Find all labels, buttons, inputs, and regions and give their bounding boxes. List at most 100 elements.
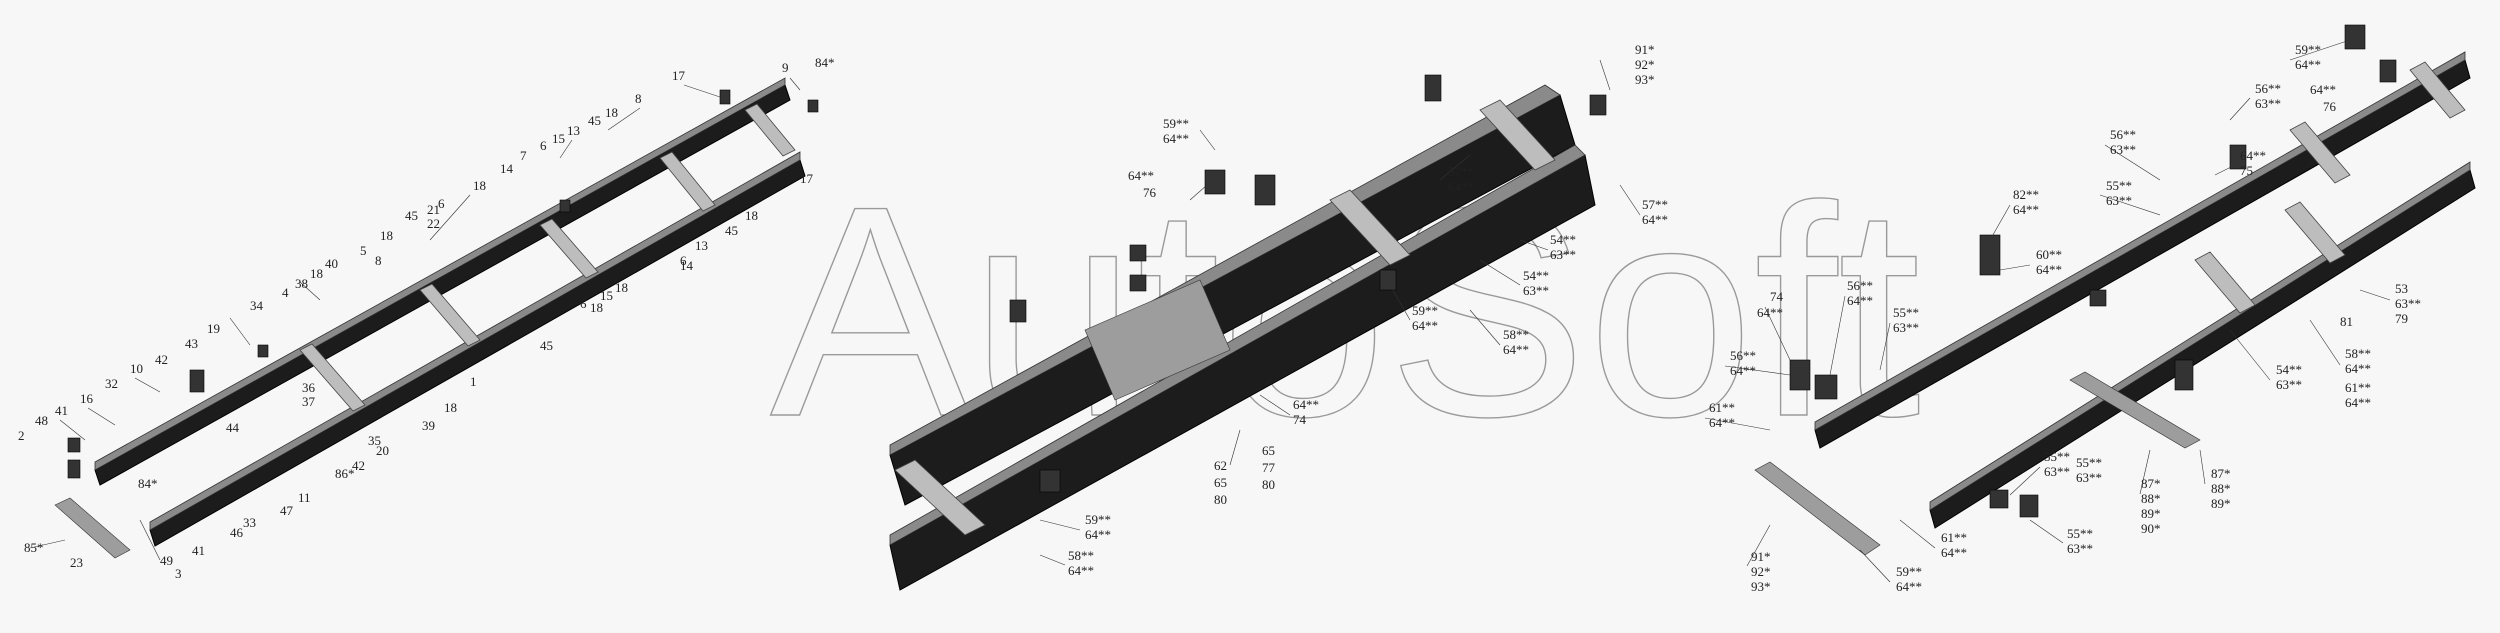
callout-label: 32 — [105, 376, 118, 391]
leader-line — [299, 281, 321, 301]
left-crossmember — [659, 151, 716, 212]
callout-label: 58** — [1068, 548, 1094, 563]
leader-line — [2214, 164, 2236, 176]
leader-line — [1859, 549, 1891, 583]
leader-line — [87, 407, 116, 426]
callout-label: 14 — [500, 161, 514, 176]
leader-line — [1879, 322, 1891, 371]
right-bracket — [1814, 374, 1838, 400]
callout-label: 42 — [155, 352, 168, 367]
callout-label: 61** — [1709, 400, 1735, 415]
callout-label: 63** — [2276, 377, 2302, 392]
leader-line — [1259, 394, 1291, 416]
leader-line — [1469, 309, 1501, 346]
leader-line — [1439, 154, 1471, 181]
callout-label: 64** — [1128, 168, 1154, 183]
callout-label: 61** — [1941, 530, 1967, 545]
middle-near-rail-top — [889, 144, 1586, 546]
callout-label: 64** — [1412, 318, 1438, 333]
callout-label: 42 — [352, 458, 365, 473]
middle-bracket — [1379, 269, 1397, 291]
callout-label: 18 — [380, 228, 393, 243]
left-crossmember — [299, 343, 366, 412]
callout-label: 93* — [1751, 579, 1771, 594]
callout-label: 63** — [1550, 247, 1576, 262]
callout-label: 91* — [1751, 549, 1771, 564]
leader-line — [2309, 319, 2341, 366]
middle-bracket — [1039, 469, 1061, 493]
callout-label: 34 — [250, 298, 264, 313]
leader-line — [1999, 264, 2031, 271]
callout-label: 80 — [1262, 477, 1275, 492]
leader-line — [607, 107, 641, 131]
left-bracket — [559, 199, 571, 213]
callout-label: 63** — [2395, 296, 2421, 311]
right-crossmember — [2409, 61, 2466, 119]
leader-line — [2009, 466, 2041, 496]
callout-label: 64** — [1941, 545, 1967, 560]
leader-line — [1704, 417, 1771, 431]
callout-label: 82** — [2013, 187, 2039, 202]
right-bracket — [2089, 289, 2107, 307]
middle-plate — [1084, 279, 1231, 401]
right-bumper — [1754, 461, 1881, 556]
callout-label: 79 — [2395, 311, 2408, 326]
leader-line — [2139, 449, 2151, 495]
callout-label: 5 — [360, 243, 367, 258]
right-bracket — [2379, 59, 2397, 83]
callout-label: 64** — [1642, 212, 1668, 227]
right-far-rail-top — [1814, 51, 2466, 431]
middle-crossmember — [1329, 189, 1411, 266]
callout-label: 56** — [2255, 81, 2281, 96]
leader-line — [1039, 554, 1066, 566]
callout-label: 37 — [302, 394, 316, 409]
callout-label: 91* — [1635, 42, 1655, 57]
leader-line — [1519, 239, 1549, 251]
leader-line — [2104, 144, 2161, 181]
callout-label: 56** — [2110, 127, 2136, 142]
middle-bracket — [1129, 274, 1147, 292]
leader-line — [229, 317, 251, 346]
right-bracket — [2229, 144, 2247, 170]
callout-label: 14 — [680, 258, 694, 273]
leader-line — [2229, 329, 2271, 381]
callout-label: 65 — [1262, 443, 1275, 458]
right-crossmember — [2284, 201, 2346, 264]
callout-label: 21 — [427, 202, 440, 217]
callout-label: 47 — [280, 503, 294, 518]
left-bracket — [257, 344, 269, 358]
callout-label: 88* — [2141, 491, 2161, 506]
left-bracket — [189, 369, 205, 393]
callout-label: 77 — [1262, 460, 1276, 475]
callout-label: 65 — [1214, 475, 1227, 490]
callout-label: 10 — [130, 361, 143, 376]
callout-label: 76 — [2323, 99, 2337, 114]
callout-label: 90* — [2141, 521, 2161, 536]
callout-label: 57** — [1448, 164, 1474, 179]
callout-label: 56** — [1847, 278, 1873, 293]
callout-label: 64** — [2036, 262, 2062, 277]
callout-label: 19 — [207, 321, 220, 336]
callout-label: 55** — [2067, 526, 2093, 541]
leader-line — [2199, 449, 2206, 485]
callout-label: 54** — [1523, 268, 1549, 283]
callout-label: 92* — [1751, 564, 1771, 579]
callout-label: 64** — [2295, 57, 2321, 72]
callout-label: 13 — [695, 238, 708, 253]
leader-line — [1599, 59, 1611, 91]
callout-label: 55** — [2076, 455, 2102, 470]
leader-lines — [29, 39, 2391, 583]
callout-label: 41 — [192, 543, 205, 558]
callout-label: 53 — [2395, 281, 2408, 296]
callout-label: 84* — [138, 476, 158, 491]
leader-line — [683, 84, 721, 98]
callout-label: 64** — [1163, 131, 1189, 146]
leader-line — [429, 194, 471, 241]
leader-line — [1389, 284, 1411, 321]
callout-label: 18 — [590, 300, 603, 315]
callout-label: 40 — [325, 256, 338, 271]
callout-label: 2 — [18, 428, 25, 443]
